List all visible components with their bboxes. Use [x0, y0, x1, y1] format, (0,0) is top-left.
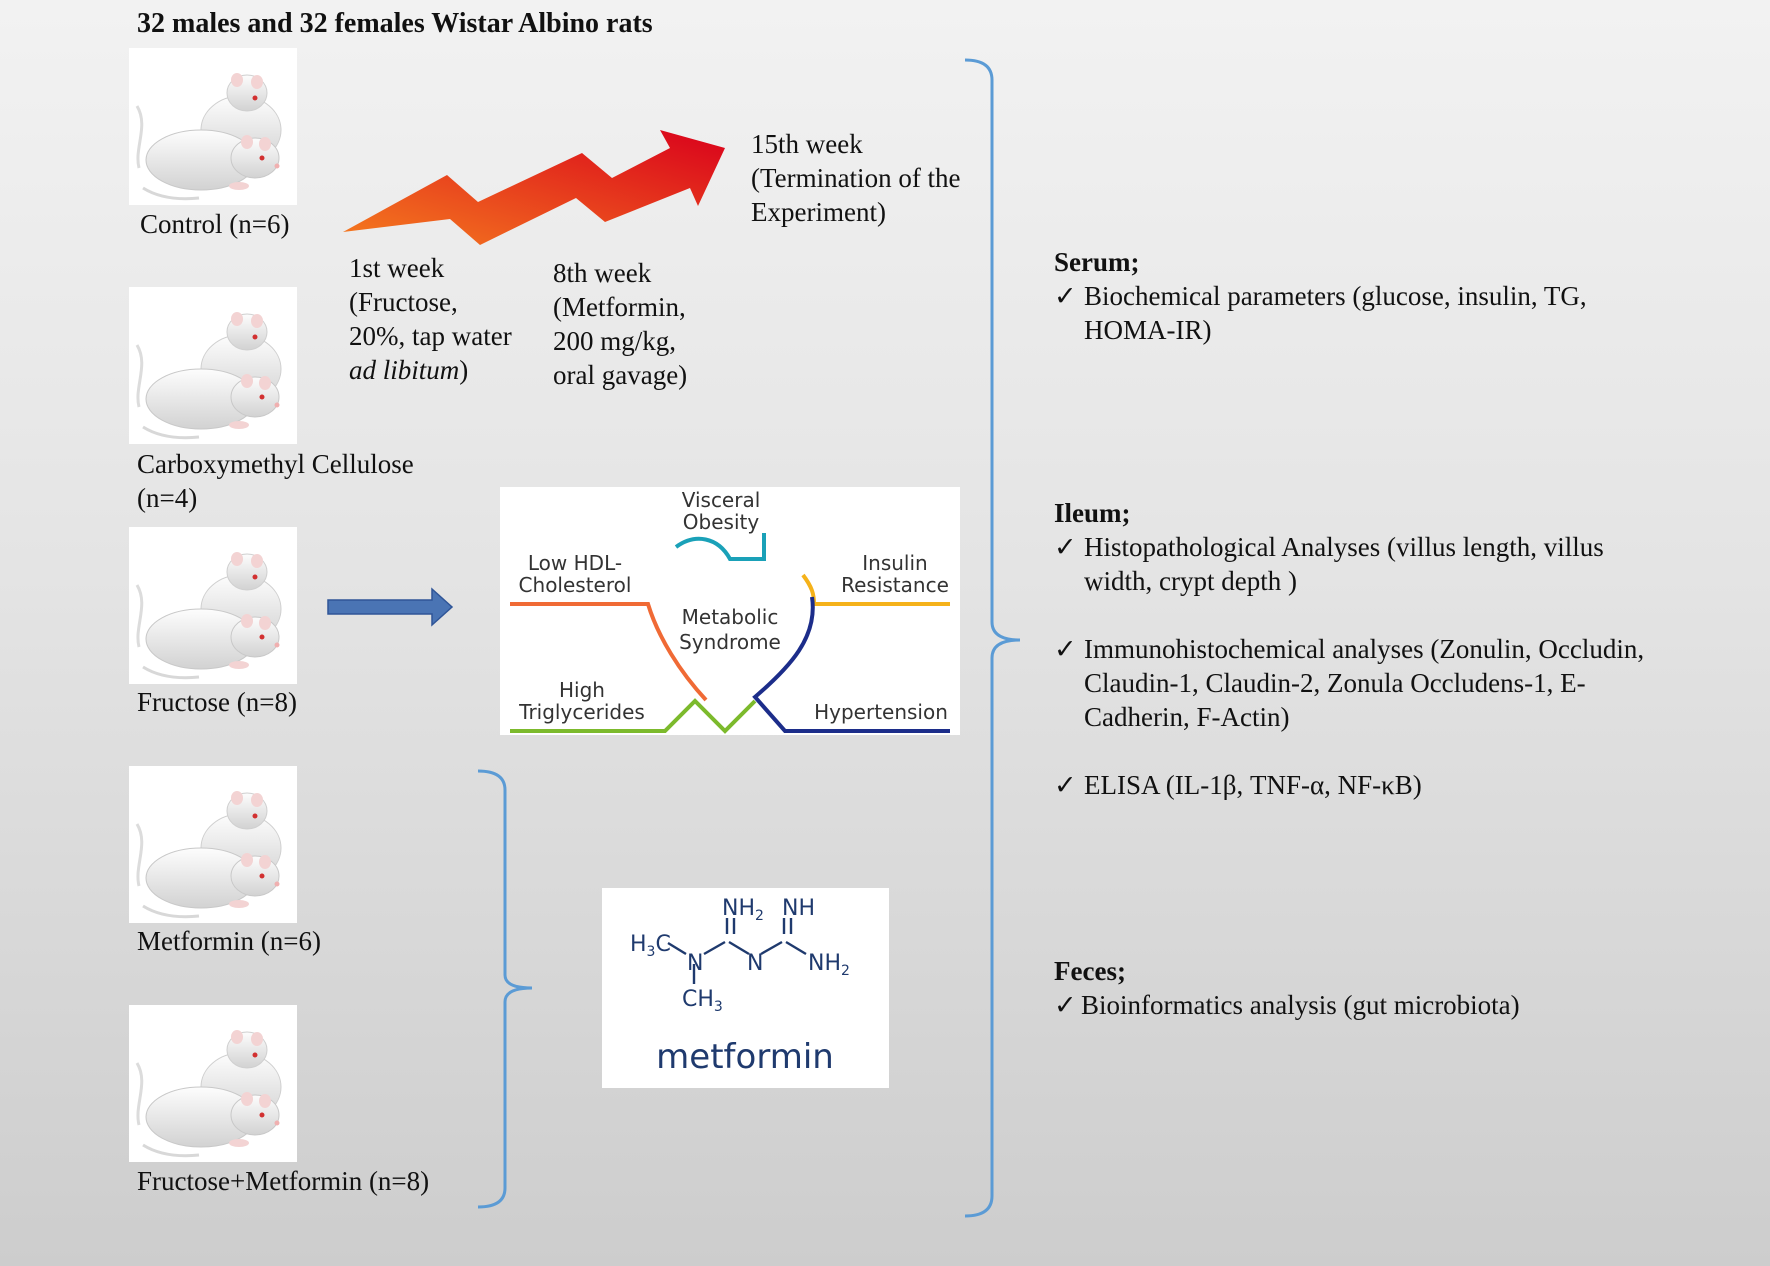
- low-hdl-label: Low HDL-Cholesterol: [519, 551, 632, 597]
- group-label-cmc: Carboxymethyl Cellulose (n=4): [137, 449, 414, 513]
- hypertension-label: Hypertension: [814, 700, 948, 724]
- fructose-right-arrow: [327, 587, 454, 627]
- list-item: ✓ Immunohistochemical analyses (Zonulin,…: [1054, 634, 1645, 732]
- metformin-ch3: CH3: [682, 987, 723, 1015]
- rat-image-metformin: [129, 766, 297, 923]
- checkmark-icon: ✓: [1054, 532, 1077, 562]
- metformin-structure-panel: NH2 NH H3C N N NH2 CH3 metformin: [602, 888, 889, 1088]
- list-item: ✓ Bioinformatics analysis (gut microbiot…: [1054, 990, 1520, 1020]
- checkmark-icon: ✓: [1054, 990, 1077, 1020]
- feces-header: Feces;: [1054, 956, 1126, 986]
- rat-icon: [129, 1005, 297, 1162]
- list-item: ✓ Biochemical parameters (glucose, insul…: [1054, 281, 1587, 345]
- outcomes-bracket: [964, 58, 1021, 1218]
- metformin-nh-top: NH: [782, 896, 815, 921]
- hypertension-line: [752, 596, 950, 733]
- low-hdl-line: [510, 602, 708, 702]
- checkmark-icon: ✓: [1054, 770, 1077, 800]
- rat-icon: [129, 527, 297, 684]
- metformin-molecule: NH2 NH H3C N N NH2 CH3 metformin: [630, 896, 850, 1077]
- serum-header: Serum;: [1054, 247, 1140, 277]
- rat-image-control: [129, 48, 297, 205]
- rat-image-cmc: [129, 287, 297, 444]
- ileum-list-histopathology: ✓ Histopathological Analyses (villus len…: [1054, 530, 1604, 598]
- metformin-n-left: N: [687, 951, 703, 976]
- group-label-control: Control (n=6): [140, 209, 290, 239]
- timeline-week8-label: 8th week (Metformin, 200 mg/kg, oral gav…: [553, 258, 688, 390]
- diagram-title: 32 males and 32 females Wistar Albino ra…: [137, 8, 653, 39]
- rat-icon: [129, 48, 297, 205]
- rat-image-fructose-metformin: [129, 1005, 297, 1162]
- ileum-list-ihc: ✓ Immunohistochemical analyses (Zonulin,…: [1054, 632, 1644, 734]
- metformin-n-mid: N: [747, 951, 763, 976]
- ileum-header: Ileum;: [1054, 498, 1131, 528]
- list-item: ✓ ELISA (IL-1β, TNF-α, NF-κB): [1054, 770, 1422, 800]
- timeline-zigzag-arrow: [343, 130, 725, 245]
- high-tg-line: [510, 698, 757, 734]
- feces-list: ✓ Bioinformatics analysis (gut microbiot…: [1054, 988, 1520, 1022]
- checkmark-icon: ✓: [1054, 281, 1077, 311]
- metformin-nh2-right: NH2: [808, 951, 850, 979]
- visceral-obesity-line: [674, 533, 766, 561]
- group-label-fructose: Fructose (n=8): [137, 687, 297, 717]
- list-item: ✓ Histopathological Analyses (villus len…: [1054, 532, 1604, 596]
- metformin-groups-bracket: [477, 769, 533, 1209]
- timeline-week1-label: 1st week (Fructose, 20%, tap water ad li…: [349, 253, 512, 385]
- ileum-list-elisa: ✓ ELISA (IL-1β, TNF-α, NF-κB): [1054, 768, 1422, 802]
- metformin-bonds: [667, 918, 807, 984]
- serum-list: ✓ Biochemical parameters (glucose, insul…: [1054, 279, 1587, 347]
- timeline-week15-label: 15th week (Termination of the Experiment…: [751, 129, 961, 227]
- metformin-name-label: metformin: [656, 1037, 834, 1077]
- rat-image-fructose: [129, 527, 297, 684]
- checkmark-icon: ✓: [1054, 634, 1077, 664]
- metformin-h3c: H3C: [630, 932, 671, 960]
- metformin-nh2-top: NH2: [722, 896, 764, 924]
- group-label-metformin: Metformin (n=6): [137, 926, 321, 956]
- rat-icon: [129, 287, 297, 444]
- group-label-fructose-metformin: Fructose+Metformin (n=8): [137, 1166, 430, 1196]
- rat-icon: [129, 766, 297, 923]
